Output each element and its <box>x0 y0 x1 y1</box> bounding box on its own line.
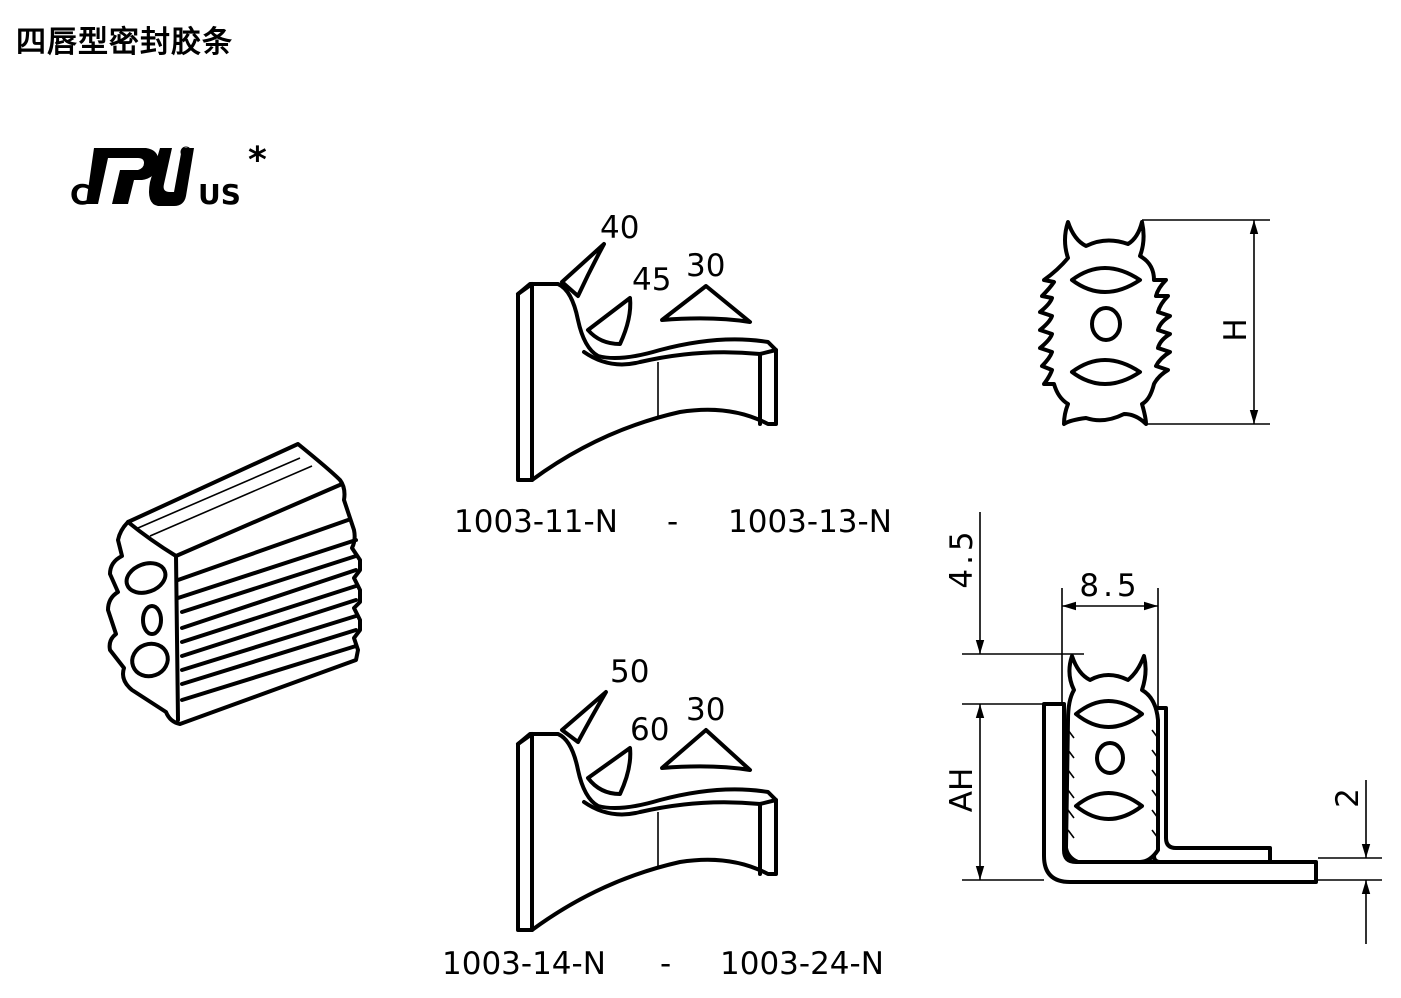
asterisk-note: * <box>248 140 267 181</box>
isometric-seal-view <box>106 442 362 726</box>
angle-label-50: 50 <box>610 654 649 690</box>
ul-logo-icon: ® <box>86 146 194 206</box>
angle-label-45: 45 <box>632 262 671 298</box>
ul-certification-mark: ® C US * <box>70 140 267 211</box>
page-title: 四唇型密封胶条 <box>16 25 233 60</box>
part-range-separator-top: - <box>667 504 678 540</box>
angle-label-60: 60 <box>630 712 669 748</box>
part-number-from-top: 1003-11-N <box>454 504 618 540</box>
cross-section-view <box>1038 220 1172 426</box>
ul-right-text: US <box>198 178 241 211</box>
lip-profile-bottom: 50 60 30 <box>516 654 778 932</box>
angle-label-30-bottom: 30 <box>686 692 725 728</box>
part-number-to-bottom: 1003-24-N <box>720 946 884 982</box>
height-dimension: H <box>1142 219 1270 425</box>
part-number-to-top: 1003-13-N <box>728 504 892 540</box>
angle-label-30: 30 <box>686 248 725 284</box>
ul-left-text: C <box>70 178 91 211</box>
part-range-separator-bottom: - <box>660 946 671 982</box>
angle-label-40: 40 <box>600 210 639 246</box>
lip-profile-top: 40 45 30 <box>516 210 778 482</box>
installation-view <box>1042 654 1318 884</box>
dimension-label-ah: AH <box>944 768 980 813</box>
dimension-4-5: 4.5 AH <box>944 512 1084 881</box>
height-label-h: H <box>1218 318 1254 341</box>
dimension-label-4-5: 4.5 <box>944 527 980 588</box>
registered-symbol: ® <box>183 149 190 157</box>
dimension-label-8-5: 8.5 <box>1079 568 1140 604</box>
dimension-2: 2 <box>1318 780 1382 944</box>
dimension-8-5: 8.5 <box>1061 568 1159 706</box>
part-number-from-bottom: 1003-14-N <box>442 946 606 982</box>
dimension-label-2: 2 <box>1330 788 1366 808</box>
